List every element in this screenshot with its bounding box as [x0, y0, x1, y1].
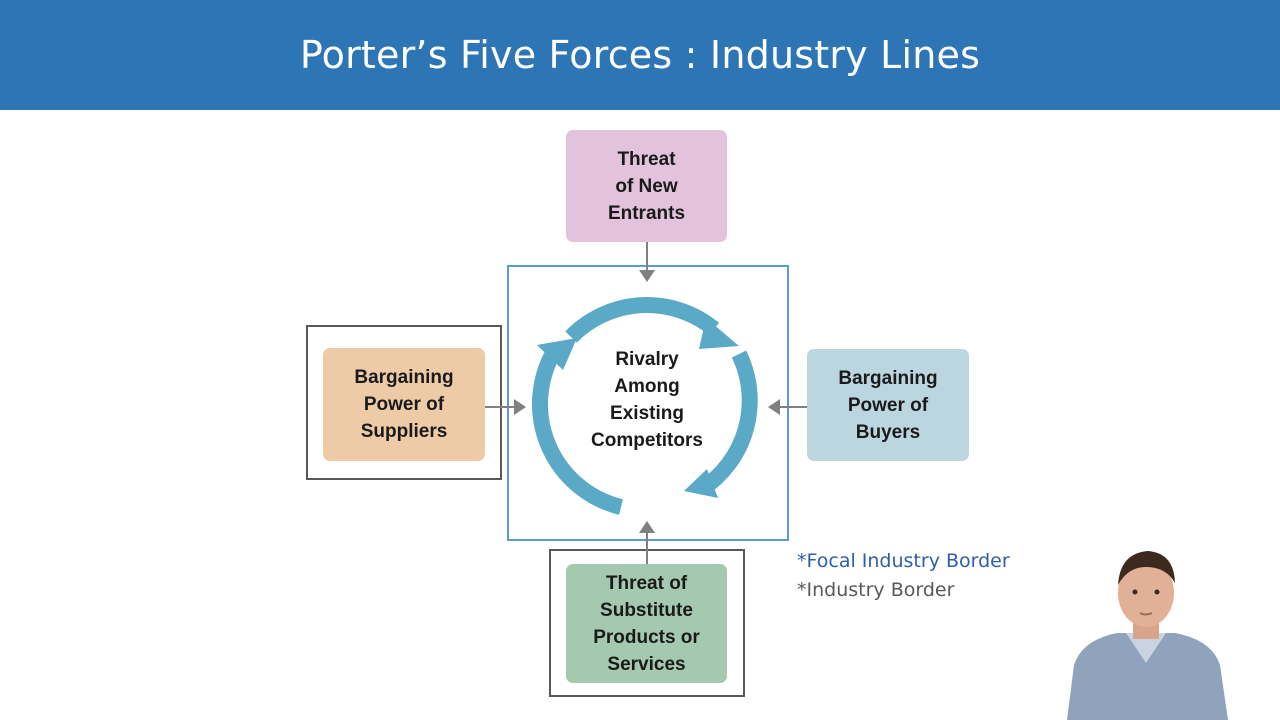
- substitutes-box: Threat of Substitute Products or Service…: [566, 564, 727, 683]
- cycle-arc-top: [565, 297, 720, 343]
- arrow-left-head: [514, 399, 526, 415]
- threat-new-entrants-box: Threat of New Entrants: [566, 130, 727, 242]
- presenter-video: [1062, 545, 1230, 720]
- cycle-arrowhead-top: [699, 318, 739, 349]
- legend-industry: *Industry Border: [797, 579, 955, 601]
- presenter-icon: [1062, 545, 1230, 720]
- supplier-industry-border: [306, 325, 502, 480]
- legend-focal-industry: *Focal Industry Border: [797, 550, 1010, 572]
- title-bar: Porter’s Five Forces : Industry Lines: [0, 0, 1280, 110]
- cycle-arc-left: [532, 351, 624, 515]
- arrow-bottom-head: [639, 521, 655, 533]
- supplier-power-box: Bargaining Power of Suppliers: [323, 348, 485, 461]
- cycle-arrowhead-right: [684, 469, 718, 498]
- rivalry-label: Rivalry Among Existing Competitors: [591, 349, 703, 451]
- buyer-power-box: Bargaining Power of Buyers: [807, 349, 969, 461]
- slide-title: Porter’s Five Forces : Industry Lines: [299, 33, 981, 77]
- cycle-arrowhead-left: [537, 338, 577, 370]
- arrow-right-head: [768, 399, 780, 415]
- cycle-arc-right: [697, 350, 758, 496]
- arrow-top-head: [639, 270, 655, 282]
